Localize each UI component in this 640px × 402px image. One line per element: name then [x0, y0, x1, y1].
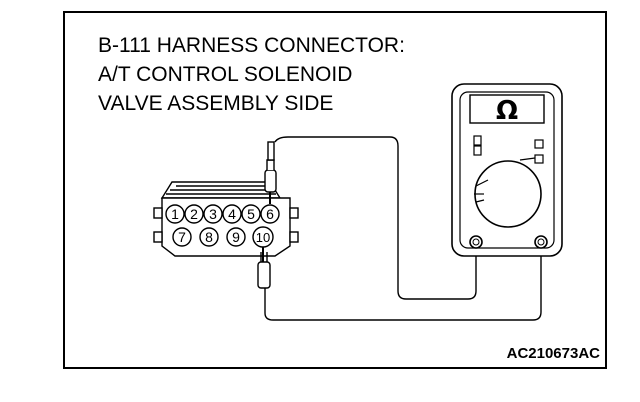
- meter-display-symbol: Ω: [496, 96, 518, 126]
- title-line-3: VALVE ASSEMBLY SIDE: [98, 92, 334, 115]
- connector-latch-right-lower: [289, 231, 299, 243]
- pin-label: 5: [247, 206, 255, 222]
- pin-label: 8: [205, 229, 213, 245]
- pin-label: 10: [256, 230, 270, 245]
- pin-label: 9: [232, 229, 240, 245]
- connector-latch-left: [153, 207, 163, 219]
- pin-label: 1: [171, 206, 179, 222]
- pin-circle: [199, 227, 219, 247]
- pin-label: 4: [228, 206, 236, 222]
- meter-switch: [473, 135, 482, 146]
- lead-wires: [264, 136, 542, 321]
- pin-circle: [241, 204, 261, 224]
- title-line-2: A/T CONTROL SOLENOID: [98, 63, 353, 86]
- probe-handle: [267, 141, 275, 161]
- pin-circle: [184, 204, 204, 224]
- probe-tip: [264, 169, 277, 193]
- pin-row-top: 1 2 3 4 5 6: [165, 204, 280, 224]
- pin-label: 6: [266, 206, 274, 222]
- pin-circle: [203, 204, 223, 224]
- pin-circle: [172, 227, 192, 247]
- pin-circle: [260, 204, 280, 224]
- pin-label: 2: [190, 206, 198, 222]
- meter-rotary-dial: [474, 160, 542, 228]
- ohmmeter-icon: Ω: [451, 83, 563, 257]
- meter-indicator: [534, 139, 544, 149]
- pin-circle: [222, 204, 242, 224]
- connector-latch-left-lower: [153, 231, 163, 243]
- meter-display: [469, 94, 545, 124]
- probe-pin-10: [257, 247, 271, 289]
- pin-label: 7: [178, 229, 186, 245]
- meter-switch: [473, 145, 482, 156]
- probe-pin-6: [264, 141, 277, 204]
- title-line-1: B-111 HARNESS CONNECTOR:: [98, 34, 405, 57]
- lead-wire-upper: [274, 136, 477, 300]
- meter-indicator: [534, 154, 544, 164]
- connector-latch-right: [289, 207, 299, 219]
- pin-label: 3: [209, 206, 217, 222]
- pin-circle: [226, 227, 246, 247]
- pin-circle: [165, 204, 185, 224]
- probe-tip: [257, 261, 271, 289]
- pin-row-bottom: 7 8 9 10: [172, 226, 274, 248]
- lead-wire-lower: [264, 244, 542, 321]
- figure-code: AC210673AC: [506, 345, 600, 362]
